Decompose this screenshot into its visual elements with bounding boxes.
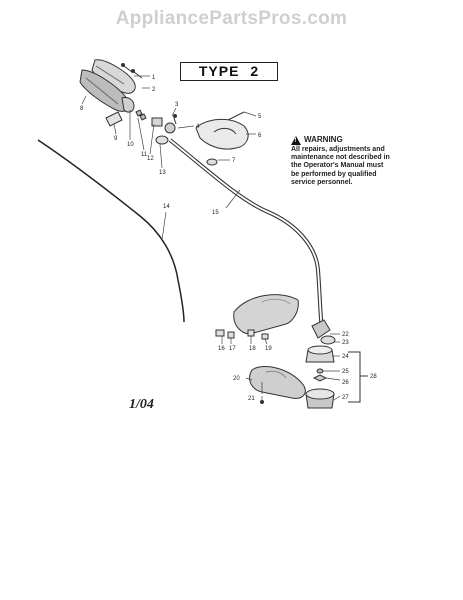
warning-line: All repairs, adjustments and: [291, 146, 385, 153]
callout-3: 3: [175, 102, 179, 108]
callout-18: 18: [249, 346, 256, 352]
callout-1: 1: [152, 75, 156, 81]
callout-numbers: 1 2 3 4 5 6 7 8 9 10 11 12 13 14 15 16 1…: [80, 75, 377, 402]
callout-13: 13: [159, 170, 166, 176]
gear-head: [311, 319, 336, 345]
warning-line: service personnel.: [291, 178, 353, 186]
callout-15: 15: [212, 210, 219, 216]
callout-14: 14: [163, 204, 170, 210]
callout-28-bracket: [348, 351, 368, 403]
callout-19: 19: [265, 346, 272, 352]
callout-27: 27: [342, 395, 349, 401]
warning-line: the Operator's Manual must: [291, 162, 384, 170]
handle-screws: [121, 63, 143, 79]
trigger-parts: [105, 97, 135, 127]
screw-21: [260, 400, 264, 404]
callout-17: 17: [229, 346, 236, 352]
warning-line: be performed by qualified: [291, 170, 377, 178]
warning-triangle-icon: [291, 136, 301, 145]
callout-21: 21: [248, 396, 255, 402]
callout-12: 12: [147, 156, 154, 162]
date-code: 1/04: [129, 397, 154, 412]
callout-5: 5: [258, 114, 262, 120]
callout-26: 26: [342, 380, 349, 386]
bracket-parts: [195, 111, 249, 166]
site-watermark: AppliancePartsPros.com: [115, 8, 348, 29]
callout-7: 7: [232, 158, 236, 164]
callout-20: 20: [233, 376, 240, 382]
trimmer-head: [305, 345, 335, 409]
callout-6: 6: [258, 133, 262, 139]
type-label: TYPE 2: [180, 62, 278, 81]
callout-9: 9: [114, 136, 118, 142]
warning-title: WARNING: [304, 135, 343, 145]
callout-4: 4: [196, 124, 200, 130]
callout-16: 16: [218, 346, 225, 352]
warning-heading: WARNING: [291, 136, 395, 145]
warning-line: maintenance not described in: [291, 154, 390, 162]
clamp-parts: [135, 109, 177, 145]
callout-10: 10: [127, 142, 134, 148]
flex-cable: [37, 139, 185, 323]
callout-8: 8: [80, 106, 84, 112]
callout-23: 23: [342, 340, 349, 346]
debris-shield: [215, 294, 299, 340]
callout-22: 22: [342, 332, 349, 338]
callout-24: 24: [342, 354, 349, 360]
warning-note: WARNING All repairs, adjustments and mai…: [291, 136, 395, 187]
callout-28: 28: [370, 374, 377, 380]
leader-lines: [81, 75, 341, 402]
callout-25: 25: [342, 369, 349, 375]
lower-guard: [249, 366, 306, 399]
callout-11: 11: [141, 152, 148, 158]
callout-2: 2: [152, 87, 156, 93]
